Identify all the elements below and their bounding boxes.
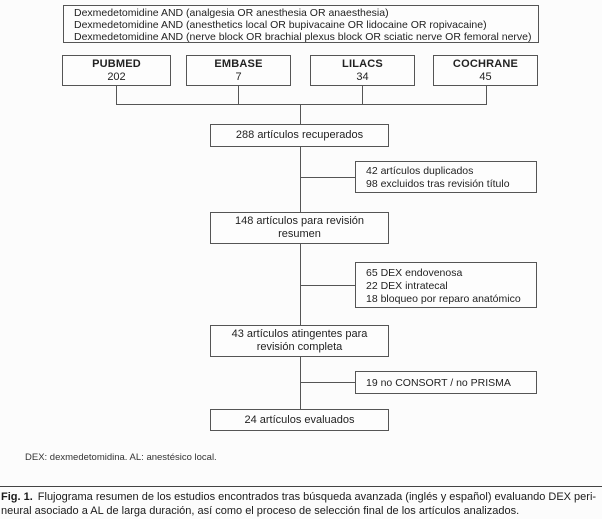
figure-caption-text: Flujograma resumen de los estudios encon… bbox=[37, 491, 597, 503]
flow-box-line: 65 DEX endovenosa bbox=[366, 266, 463, 279]
connector-line bbox=[362, 86, 363, 104]
connector-line bbox=[300, 147, 301, 212]
connector-line bbox=[486, 86, 487, 104]
flow-box-line: resumen bbox=[278, 228, 321, 240]
flow-box-retrieved: 288 artículos recuperados bbox=[210, 124, 389, 147]
database-name: PUBMED bbox=[92, 58, 141, 70]
database-name: LILACS bbox=[342, 58, 383, 70]
flow-box-line: 288 artículos recuperados bbox=[235, 129, 364, 141]
database-box-pubmed: PUBMED 202 bbox=[62, 55, 171, 86]
connector-line bbox=[300, 285, 355, 286]
database-count: 7 bbox=[235, 71, 242, 83]
flow-box-line: revisión completa bbox=[256, 341, 343, 353]
flow-box-full-text-review: 43 artículos atingentes para revisión co… bbox=[210, 325, 389, 357]
search-query-box: Dexmedetomidine AND (analgesia OR anesth… bbox=[63, 5, 539, 43]
flow-box-line: 43 artículos atingentes para bbox=[231, 328, 368, 340]
database-box-lilacs: LILACS 34 bbox=[310, 55, 415, 86]
connector-line bbox=[300, 244, 301, 325]
flow-box-abstract-review: 148 artículos para revisión resumen bbox=[210, 212, 389, 244]
figure-caption-line-2: neural asociado a AL de larga duración, … bbox=[1, 505, 520, 517]
database-box-embase: EMBASE 7 bbox=[186, 55, 291, 86]
caption-separator bbox=[0, 486, 602, 487]
flow-box-line: 42 artículos duplicados bbox=[366, 165, 474, 177]
search-query-line-1: Dexmedetomidine AND (analgesia OR anesth… bbox=[74, 7, 389, 19]
database-name: EMBASE bbox=[214, 58, 263, 70]
flow-box-excluded-no-guidelines: 19 no CONSORT / no PRISMA bbox=[355, 371, 537, 394]
database-box-cochrane: COCHRANE 45 bbox=[433, 55, 538, 86]
connector-line bbox=[116, 104, 487, 105]
connector-line bbox=[300, 357, 301, 409]
connector-line bbox=[300, 382, 355, 383]
flow-box-line: 22 DEX intratecal bbox=[366, 279, 448, 292]
database-name: COCHRANE bbox=[452, 58, 519, 70]
abbreviations-footnote: DEX: dexmedetomidina. AL: anestésico loc… bbox=[25, 452, 217, 463]
database-count: 45 bbox=[479, 71, 492, 83]
figure-caption: Fig. 1. Flujograma resumen de los estudio… bbox=[1, 490, 601, 518]
figure-caption-label: Fig. 1. bbox=[1, 491, 33, 503]
database-count: 202 bbox=[107, 71, 126, 83]
figure-caption-line-1: Fig. 1. Flujograma resumen de los estudio… bbox=[1, 490, 601, 504]
flow-box-line: 148 artículos para revisión bbox=[234, 215, 364, 227]
flow-box-line: 18 bloqueo por reparo anatómico bbox=[366, 292, 521, 305]
connector-line bbox=[116, 86, 117, 104]
flow-box-line: 98 excluidos tras revisión título bbox=[366, 178, 510, 190]
connector-line bbox=[238, 86, 239, 104]
flow-box-evaluated: 24 artículos evaluados bbox=[210, 409, 389, 431]
flow-box-excluded-after-abstract: 65 DEX endovenosa 22 DEX intratecal 18 b… bbox=[355, 262, 537, 308]
search-query-line-3: Dexmedetomidine AND (nerve block OR brac… bbox=[74, 31, 532, 43]
flow-box-line: 24 artículos evaluados bbox=[244, 413, 355, 426]
connector-line bbox=[300, 177, 355, 178]
search-query-line-2: Dexmedetomidine AND (anesthetics local O… bbox=[74, 19, 487, 31]
flow-box-excluded-after-title: 42 artículos duplicados 98 excluidos tra… bbox=[355, 161, 537, 193]
database-count: 34 bbox=[356, 71, 369, 83]
flow-box-line: 19 no CONSORT / no PRISMA bbox=[366, 377, 511, 389]
connector-line bbox=[300, 104, 301, 124]
